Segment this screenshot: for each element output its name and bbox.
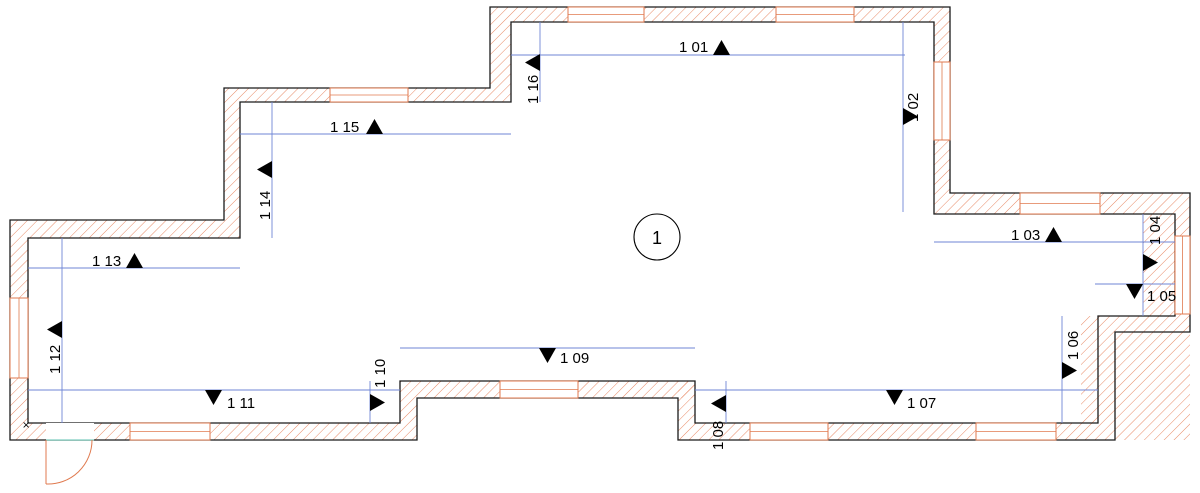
marker-1-12 [47, 321, 62, 338]
marker-1-06 [1062, 362, 1077, 379]
label-1-05: 1 05 [1147, 288, 1176, 305]
marker-1-08 [711, 395, 726, 412]
marker-1-14 [257, 161, 272, 178]
window-left [9, 297, 29, 379]
marker-1-07 [886, 390, 903, 405]
marker-1-13 [126, 253, 143, 268]
label-1-11: 1 11 [227, 395, 255, 412]
window-upper-left [329, 87, 409, 103]
window-top-1 [567, 6, 645, 23]
label-1-10: 1 10 [372, 359, 389, 388]
label-1-13: 1 13 [92, 253, 121, 270]
window-bottom-2 [499, 380, 579, 399]
marker-1-01 [713, 40, 730, 55]
label-1-14: 1 14 [257, 191, 274, 220]
window-bottom-3 [749, 422, 829, 441]
window-bottom-1 [129, 422, 211, 441]
label-1-01: 1 01 [679, 39, 708, 56]
elevation-markers [47, 40, 1158, 412]
window-right-upper [933, 61, 951, 141]
label-1-03: 1 03 [1011, 227, 1040, 244]
room-tag: 1 [633, 213, 681, 261]
window-bottom-4 [975, 422, 1057, 441]
label-1-09: 1 09 [560, 350, 589, 367]
window-top-2 [775, 6, 855, 23]
room-number: 1 [652, 228, 662, 248]
window-far-right [1174, 235, 1191, 315]
label-1-02: 1 02 [905, 93, 922, 122]
label-1-04: 1 04 [1147, 216, 1164, 245]
label-1-06: 1 06 [1065, 331, 1082, 360]
label-1-16: 1 16 [525, 75, 542, 104]
label-1-08: 1 08 [710, 421, 727, 450]
marker-1-05 [1126, 284, 1143, 299]
windows [9, 6, 1191, 441]
window-right-step [1019, 192, 1101, 215]
door [45, 423, 94, 485]
label-1-07: 1 07 [907, 395, 936, 412]
marker-1-03 [1045, 227, 1062, 242]
walls [9, 6, 1191, 441]
marker-1-10 [370, 394, 385, 411]
elevation-labels: 1 01 1 02 1 03 1 04 1 05 1 06 1 07 1 08 … [47, 39, 1176, 450]
marker-1-09 [539, 348, 556, 363]
label-1-12: 1 12 [47, 345, 64, 374]
origin-mark: × [22, 420, 30, 431]
label-1-15: 1 15 [330, 119, 359, 136]
marker-1-15 [366, 119, 383, 134]
marker-1-02 [903, 108, 918, 125]
marker-1-11 [205, 390, 222, 405]
marker-1-04 [1143, 254, 1158, 271]
marker-1-16 [525, 54, 540, 71]
